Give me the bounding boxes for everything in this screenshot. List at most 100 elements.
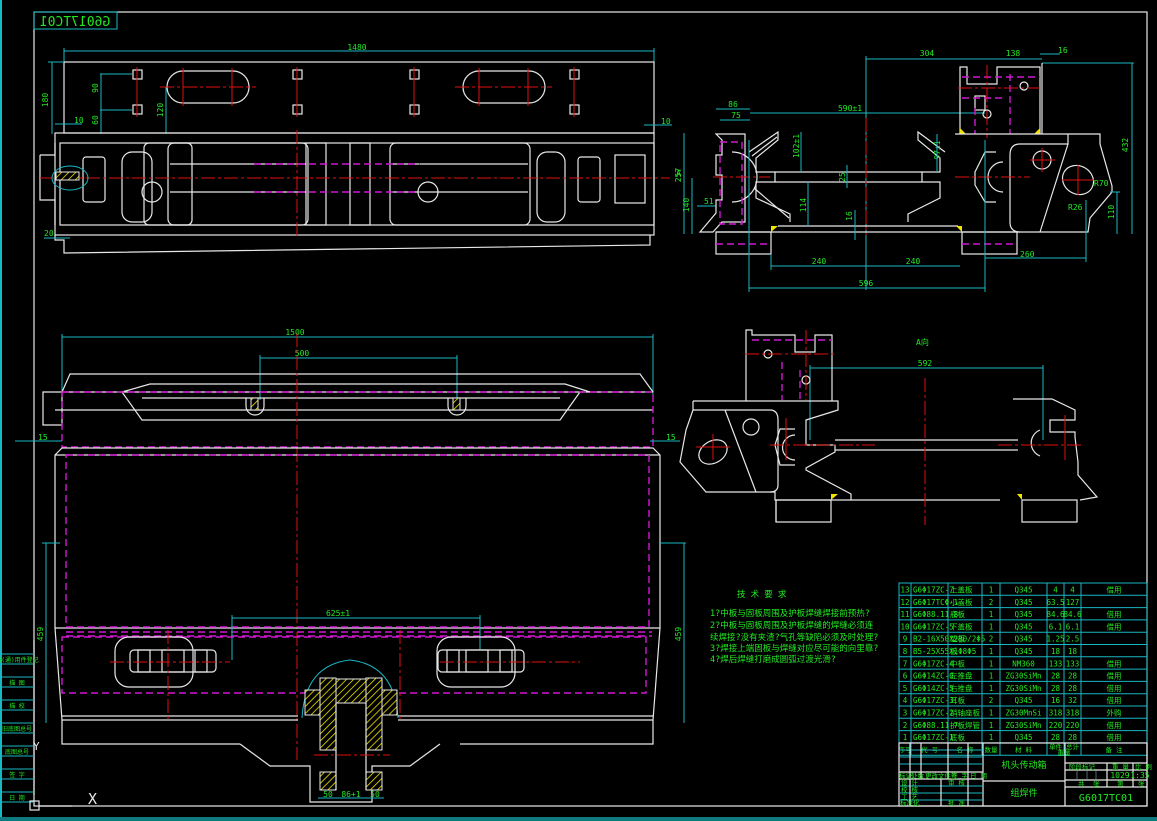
parts-cell-code: B5-25X55X1Φ8Φ5 <box>913 647 976 656</box>
dim-140: 140 <box>682 198 691 213</box>
radius-r26: R26 <box>1068 203 1083 212</box>
parts-cell-code: G6Φ14ZC-6 <box>913 672 954 681</box>
parts-cell-no: 8 <box>903 647 908 656</box>
dim-304: 304 <box>920 49 935 58</box>
plan-view: 1480 180 90 60 120 10 10 <box>39 43 672 254</box>
parts-cell-unit: 18 <box>1051 647 1061 656</box>
parts-cell-name: 中板 <box>950 658 965 668</box>
dim-257: 257 <box>674 168 683 183</box>
parts-cell-no: 1 <box>903 733 908 742</box>
viewport-bottom-edge <box>0 817 1157 821</box>
dim-240a: 240 <box>812 257 827 266</box>
dim-432: 432 <box>1121 138 1130 153</box>
dim-50a: 50 <box>323 790 333 799</box>
title-block: 标记 处数 更改文件号 签 字 日 期 设 计 校 核 工 艺 标准化 审 核 … <box>898 742 1152 807</box>
dim-50b: 50 <box>370 790 380 799</box>
parts-cell-note: 借用 <box>1107 695 1122 705</box>
drawing-code: G6017TC01 <box>1079 793 1133 804</box>
dim-240b: 240 <box>906 257 921 266</box>
parts-cell-name: 底板 <box>950 609 965 619</box>
parts-cell-qty: 1 <box>989 684 994 693</box>
scale-label: 比 例 <box>1135 762 1152 771</box>
parts-cell-code: G6Φ17ZC-2 <box>913 709 954 718</box>
tech-req-item: 4?焊后焊缝打磨成圆弧过渡光滑? <box>710 654 836 665</box>
parts-cell-total: 133 <box>1066 659 1080 668</box>
parts-cell-total: 18 <box>1068 647 1078 656</box>
dim-180: 180 <box>41 93 50 108</box>
parts-cell-material: Q345 <box>1014 622 1032 631</box>
parts-cell-name: 板 <box>950 646 958 656</box>
parts-cell-unit: 28 <box>1051 672 1061 681</box>
parts-cell-material: Q345 <box>1014 647 1032 656</box>
parts-cell-unit: 6.1 <box>1049 622 1063 631</box>
dim-459-left: 459 <box>36 627 45 642</box>
dim-1500: 1500 <box>285 328 304 337</box>
stamp-label: 底图总号 <box>5 748 29 756</box>
parts-cell-note: 借用 <box>1107 732 1122 742</box>
parts-cell-no: 2 <box>903 721 908 730</box>
ucs-x-label: X <box>88 790 97 808</box>
ucs-icon: Y X <box>29 740 97 811</box>
dim-60: 60 <box>91 115 100 125</box>
parts-cell-total: 318 <box>1066 709 1080 718</box>
dim-15-right: 15 <box>666 433 676 442</box>
parts-cell-name: 上盖板 <box>950 585 973 595</box>
parts-cell-code: G6Φ88.11-7 <box>913 721 958 730</box>
parts-cell-code: G6Φ88.11-8 <box>913 610 959 619</box>
parts-cell-unit: 220 <box>1049 721 1063 730</box>
parts-cell-qty: 2 <box>989 598 994 607</box>
parts-cell-material: ZG30SiMn <box>1005 721 1041 730</box>
parts-cell-name: 小盖板 <box>950 597 973 607</box>
mirrored-code-box: G6017TC01 <box>33 11 118 30</box>
parts-cell-qty: 1 <box>989 672 994 681</box>
parts-cell-code: G6Φ17ZC-5 <box>913 622 954 631</box>
parts-cell-material: Q345 <box>1014 586 1032 595</box>
weight-label: 重 量 <box>1112 763 1129 771</box>
rev-label: 签 字 <box>951 771 968 780</box>
parts-cell-note: 借用 <box>1107 671 1122 681</box>
parts-cell-note: 借用 <box>1107 720 1122 730</box>
rev-label: 标记 <box>899 771 913 780</box>
stamp-label: 借(通)用件登记 <box>0 656 39 664</box>
parts-header-weight: 重量 <box>1058 749 1072 757</box>
parts-cell-name: 垫板 <box>950 634 965 644</box>
parts-header-total-weight: 总计 <box>1066 742 1080 751</box>
parts-cell-no: 10 <box>900 622 910 631</box>
parts-cell-code: G6Φ17ZC-7 <box>913 586 954 595</box>
parts-cell-qty: 2 <box>989 635 994 644</box>
approve-label: 审 核 <box>948 778 965 787</box>
parts-cell-no: 9 <box>903 635 908 644</box>
rev-label: 处数 <box>911 771 925 780</box>
drawing-border <box>33 11 1148 807</box>
ucs-y-label: Y <box>33 740 40 753</box>
parts-cell-no: 6 <box>903 672 908 681</box>
parts-cell-note: 借用 <box>1107 621 1122 631</box>
sheet-page-label: 第 <box>1117 779 1124 788</box>
tech-req-item: 1?中板与固板周围及护板焊缝焊接前预热? <box>710 608 870 619</box>
front-view: 1500 500 15 15 459 459 <box>15 328 686 803</box>
sheet-total-unit: 张 <box>1093 779 1100 788</box>
dim-16-top: 16 <box>1058 46 1068 55</box>
tech-req-item: 2?中板与固板周围及护板焊缝的焊缝必须连 <box>710 620 874 631</box>
dim-20: 20 <box>44 229 54 238</box>
parts-cell-note: 借用 <box>1107 658 1122 668</box>
parts-cell-total: 28 <box>1068 733 1078 742</box>
dim-75: 75 <box>731 111 741 120</box>
stamp-label: 描 图 <box>9 679 25 687</box>
weight-value: 1029 <box>1110 771 1129 780</box>
role-label: 设 计 <box>901 778 918 787</box>
parts-cell-name: 右推盘 <box>950 683 973 693</box>
parts-cell-name: 护板焊管 <box>950 720 980 730</box>
parts-cell-unit: 1.25 <box>1046 635 1064 644</box>
parts-cell-name: 销轴座板 <box>950 708 980 718</box>
dim-86: 86 <box>728 100 738 109</box>
mirrored-drawing-code: G6017TC01 <box>40 15 110 30</box>
parts-cell-no: 7 <box>903 659 908 668</box>
